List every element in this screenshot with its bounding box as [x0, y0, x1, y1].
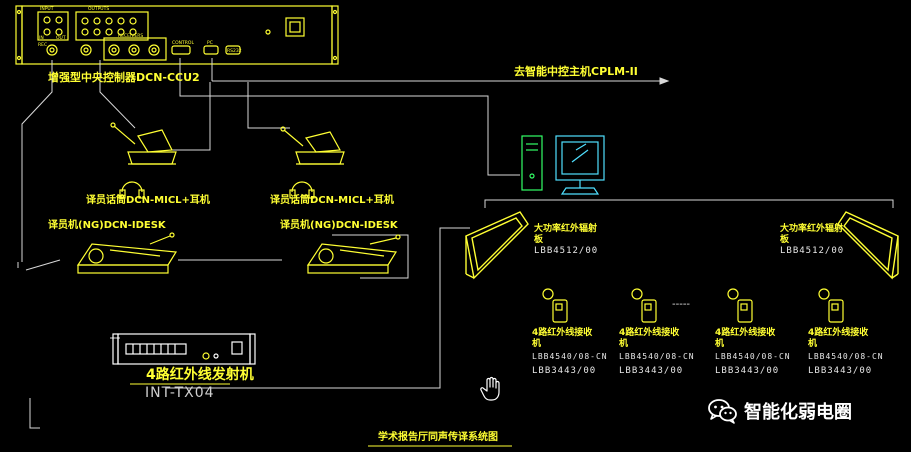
receiver-1-model: LBB3443/00 [532, 366, 597, 376]
ir-radiator-left [465, 211, 529, 280]
wechat-icon [708, 399, 737, 424]
ir-receivers [542, 288, 844, 323]
hand-cursor-icon [480, 376, 500, 401]
port-label: IN [39, 35, 44, 41]
receiver-2-model: LBB3443/00 [619, 366, 684, 376]
receiver-4-model: LBB3443/00 [808, 366, 873, 376]
port-label: INPUT [40, 6, 54, 12]
translator-mic-left-label: 译员话筒DCN-MICL+耳机 [86, 195, 210, 206]
receiver-1-title: 4路红外线接收机 [532, 328, 593, 349]
ir-receiver [542, 288, 568, 323]
controller-label: 增强型中央控制器DCN-CCU2 [48, 71, 200, 84]
receiver-3-title: 4路红外线接收机 [715, 328, 776, 349]
controller-port-labels: INPUT OUTPUTS REC IN OUT RECEIVERS PC CO… [38, 6, 242, 54]
receiver-3-sub: LBB4540/08-CN [715, 352, 791, 361]
receiver-3-model: LBB3443/00 [715, 366, 780, 376]
radiator-right-model: LBB4512/00 [780, 246, 845, 256]
interpreter-desk-left-label: 译员机(NG)DCN-IDESK [48, 220, 166, 231]
receiver-4-sub: LBB4540/08-CN [808, 352, 884, 361]
port-label: PC [207, 40, 213, 46]
ir-receiver [631, 288, 657, 323]
watermark-text: 智能化弱电圈 [744, 402, 852, 423]
receiver-2-sub: LBB4540/08-CN [619, 352, 695, 361]
receiver-2-title: 4路红外线接收机 [619, 328, 680, 349]
radiator-right-title: 大功率红外辐射板 [780, 224, 844, 245]
receiver-4-title: 4路红外线接收机 [808, 328, 869, 349]
cabling [17, 58, 894, 429]
port-label: RECEIVERS [118, 33, 143, 39]
transmitter-model: INT-TX04 [145, 385, 215, 401]
port-label: OUTPUTS [88, 6, 109, 12]
radiator-left-model: LBB4512/00 [534, 246, 599, 256]
port-label: REC [38, 42, 47, 48]
link-label: 去智能中控主机CPLM-II [514, 65, 638, 78]
interpreter-desk-right [306, 234, 401, 274]
diagram-title: 学术报告厅同声传译系统图 [378, 432, 498, 443]
control-pc [521, 135, 605, 195]
port-label: CONTROL [172, 40, 194, 46]
translator-mic-left [110, 122, 177, 199]
translator-mic-right-label: 译员话筒DCN-MICL+耳机 [270, 195, 394, 206]
transmitter-title: 4路红外线发射机 [146, 367, 254, 383]
receiver-1-sub: LBB4540/08-CN [532, 352, 608, 361]
interpreter-desk-left [76, 232, 178, 274]
radiator-left-title: 大功率红外辐射板 [534, 224, 598, 245]
port-label: OUT [56, 35, 66, 41]
ir-receiver [727, 288, 753, 323]
central-controller [15, 5, 339, 65]
ir-receiver [818, 288, 844, 323]
port-label: RS232 [227, 48, 242, 54]
ir-transmitter [112, 333, 256, 365]
interpreter-desk-right-label: 译员机(NG)DCN-IDESK [280, 220, 398, 231]
watermark: 智能化弱电圈 [708, 398, 852, 424]
translator-mic-right [280, 126, 345, 199]
ir-radiator-right [837, 211, 899, 280]
receiver-ellipsis: ----- [672, 299, 691, 310]
